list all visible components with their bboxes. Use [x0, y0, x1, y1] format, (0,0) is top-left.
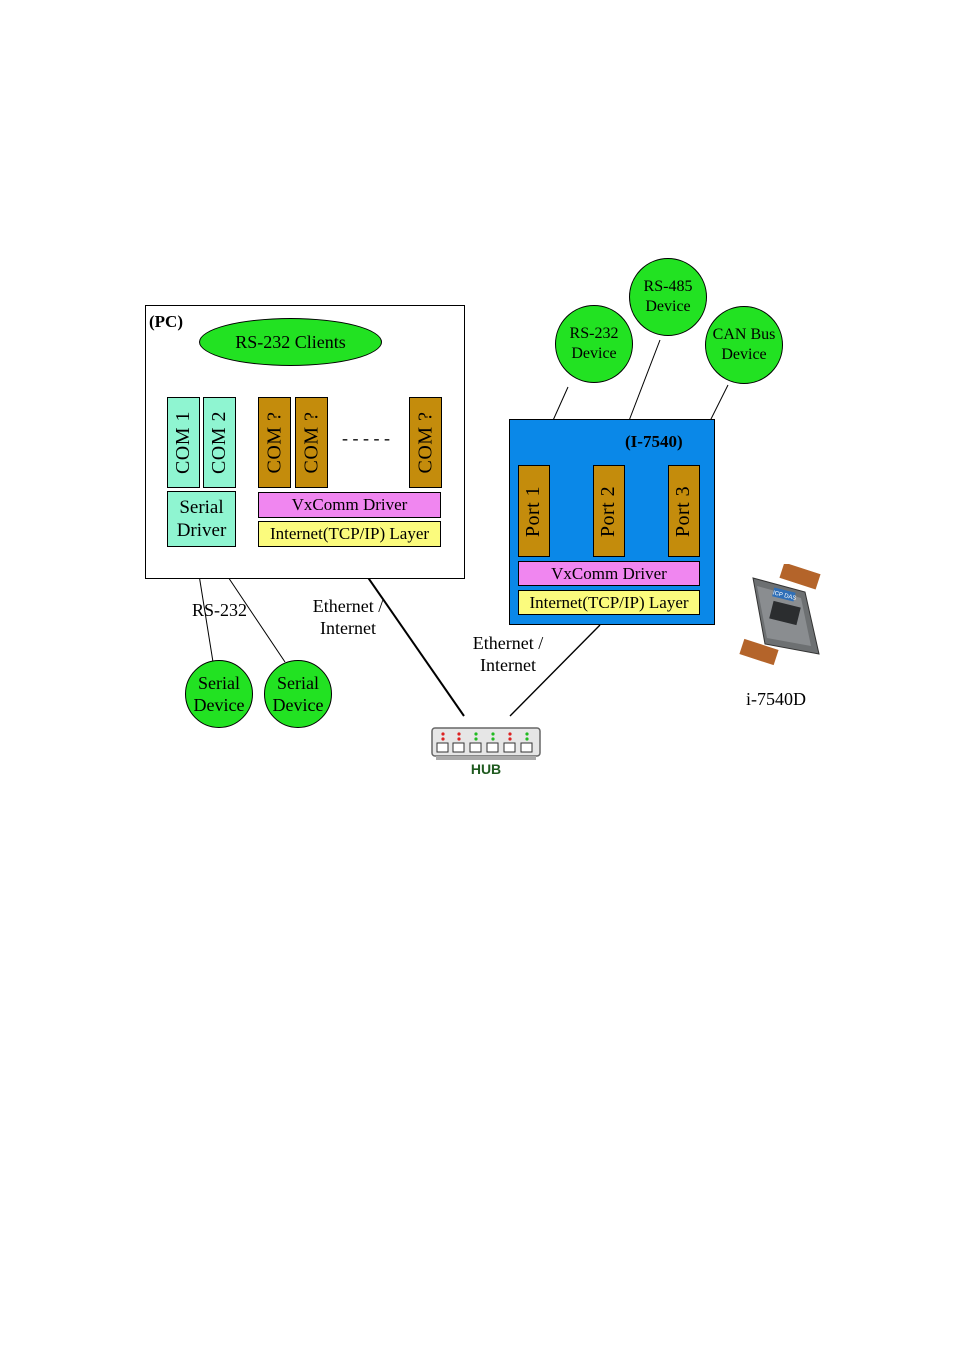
serial-device-circle-2: Serial Device — [264, 660, 332, 728]
i7540-tcpip-layer: Internet(TCP/IP) Layer — [518, 590, 700, 615]
serial-driver-line2: Driver — [176, 520, 227, 541]
port3-box: Port 3 — [668, 465, 700, 557]
ethernet-line-device — [509, 624, 601, 717]
port3-label: Port 3 — [672, 485, 695, 537]
logo-text: ICP DAS — [772, 590, 797, 602]
serial-driver-box: Serial Driver — [167, 491, 236, 547]
ethernet-line-pc — [359, 565, 465, 717]
serial-device-2-line1: Serial — [277, 673, 319, 693]
port2-label: Port 2 — [597, 485, 620, 537]
pc-title: (PC) — [149, 312, 183, 331]
hub-icon — [431, 727, 541, 760]
ethernet-label-device: Ethernet / Internet — [466, 632, 550, 676]
rs232-device-line2: Device — [571, 345, 617, 362]
pc-vxcomm-driver: VxComm Driver — [258, 492, 441, 518]
com2-box: COM 2 — [203, 397, 236, 488]
can-device-line1: CAN Bus — [712, 326, 776, 343]
can-device-line2: Device — [721, 346, 767, 363]
serial-device-2-line2: Device — [272, 695, 324, 715]
rs232-clients-label: RS-232 Clients — [235, 332, 346, 352]
rs485-device-line1: RS-485 — [643, 278, 693, 295]
pc-tcpip-layer: Internet(TCP/IP) Layer — [258, 521, 441, 547]
virtual-com-label-1: COM ? — [263, 411, 286, 474]
rs485-device-circle: RS-485 Device — [629, 258, 707, 336]
i7540-title: (I-7540) — [625, 432, 683, 451]
virtual-com-label-2: COM ? — [300, 411, 323, 474]
ethernet-label-pc: Ethernet / Internet — [306, 595, 390, 639]
i7540d-product-image: ICP DAS — [735, 562, 827, 668]
rs485-device-line2: Device — [645, 298, 691, 315]
virtual-com-box-n: COM ? — [409, 397, 442, 488]
virtual-com-ellipsis: - - - - - — [342, 428, 390, 448]
product-label: i-7540D — [746, 689, 806, 709]
ethernet-label-device-line1: Ethernet / — [472, 633, 544, 653]
port1-box: Port 1 — [518, 465, 550, 557]
com2-label: COM 2 — [208, 410, 231, 475]
i7540-vxcomm-driver: VxComm Driver — [518, 561, 700, 586]
virtual-com-box-2: COM ? — [295, 397, 328, 488]
rs232-device-circle: RS-232 Device — [555, 305, 633, 383]
hub-label: HUB — [470, 761, 502, 777]
ethernet-label-pc-line1: Ethernet / — [312, 596, 384, 616]
com1-label: COM 1 — [172, 410, 195, 475]
serial-driver-line1: Serial — [179, 497, 224, 518]
serial-device-1-line1: Serial — [198, 673, 240, 693]
com1-box: COM 1 — [167, 397, 200, 488]
port2-box: Port 2 — [593, 465, 625, 557]
serial-device-1-line2: Device — [193, 695, 245, 715]
ethernet-label-device-line2: Internet — [480, 655, 536, 675]
port1-label: Port 1 — [522, 485, 545, 537]
i7540d-module-icon: ICP DAS — [739, 562, 821, 666]
ethernet-label-pc-line2: Internet — [320, 618, 376, 638]
rs232-device-line1: RS-232 — [569, 325, 619, 342]
rs232-clients-oval: RS-232 Clients — [199, 318, 382, 366]
can-device-circle: CAN Bus Device — [705, 306, 783, 384]
rs232-link-label: RS-232 — [192, 600, 248, 620]
virtual-com-box-1: COM ? — [258, 397, 291, 488]
hub-device: HUB — [430, 726, 542, 778]
serial-device-circle-1: Serial Device — [185, 660, 253, 728]
virtual-com-label-n: COM ? — [414, 411, 437, 474]
